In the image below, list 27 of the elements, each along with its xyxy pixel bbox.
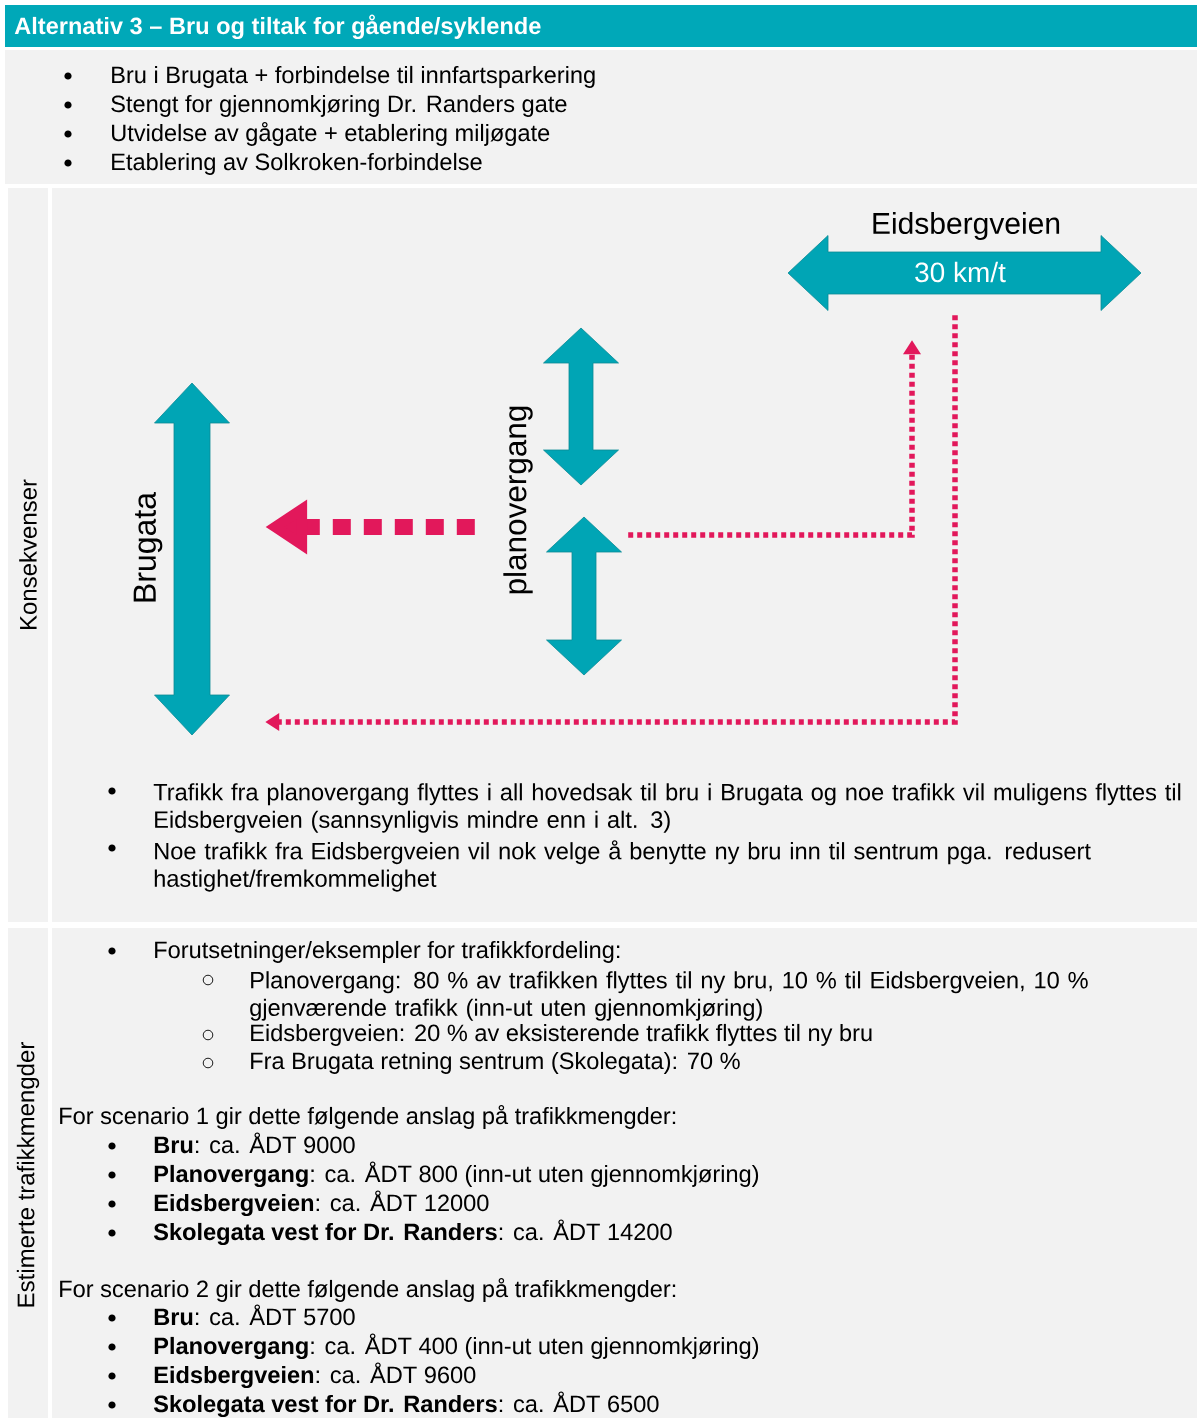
list-item: Stengt for gjennomkjøring Dr. Randers gate: [111, 94, 567, 117]
paragraph: For scenario 2 gir dette følgende anslag på trafikkmengder:: [60, 1278, 676, 1302]
list-item: Planovergang: 80 % av trafikken flyttes til ny bru, 10 % til Eidsbergveien, 10 % gjenværende trafikk (inn-ut uten gjennomkjøring): [250, 971, 1088, 1021]
list-item: Skolegata vest for Dr. Randers: ca. ÅDT 6500: [153, 1391, 659, 1417]
list-item: Bru: ca. ÅDT 5700: [154, 1304, 355, 1326]
speed-label: 30 km/t: [915, 261, 1006, 283]
list-item: Skolegata vest for Dr. Randers: ca. ÅDT 14200: [153, 1219, 672, 1245]
list-item: Bru i Brugata + forbindelse til innfartsparkering: [112, 65, 595, 88]
paragraph: For scenario 1 gir dette følgende anslag på trafikkmengder:: [60, 1105, 676, 1129]
list-item: Forutsetninger/eksempler for trafikkfordeling:: [155, 940, 620, 963]
list-item: Utvidelse av gågate + etablering miljøgate: [112, 122, 550, 146]
road-label: Brugata: [133, 491, 163, 602]
list-item: Eidsbergveien: 20 % av eksisterende trafikk flyttes til ny bru: [251, 1023, 872, 1046]
list-item: Bru: ca. ÅDT 9000: [154, 1132, 355, 1154]
list-item: Planovergang: ca. ÅDT 800 (inn-ut uten gjennomkjøring): [154, 1161, 759, 1187]
list-item: Eidsbergveien: ca. ÅDT 12000: [154, 1190, 489, 1216]
list-item: Trafikk fra planovergang flyttes i all hovedsak til bru i Brugata og noe trafikk vil muligens flyttes til Eidsbergveien (sannsynligvis mindre enn i alt. 3): [153, 783, 1181, 833]
list-item: Noe trafikk fra Eidsbergveien vil nok velge å benytte ny bru inn til sentrum pga. redusert hastighet/fremkommelighet: [154, 840, 1091, 892]
list-item: Fra Brugata retning sentrum (Skolegata): 70 %: [251, 1051, 740, 1074]
section-label: Estimerte trafikkmengder: [16, 1042, 40, 1307]
section-label: Konsekvenser: [19, 479, 37, 630]
road-label: Eidsbergveien: [873, 212, 1060, 240]
title-bar: Alternativ 3 – Bru og tiltak for gående/syklende: [5, 5, 1197, 47]
list-item: Etablering av Solkroken-forbindelse: [112, 152, 482, 175]
list-item: Planovergang: ca. ÅDT 400 (inn-ut uten gjennomkjøring): [154, 1333, 759, 1359]
road-label: planovergang: [503, 406, 533, 594]
list-item: Eidsbergveien: ca. ÅDT 9600: [154, 1362, 476, 1388]
